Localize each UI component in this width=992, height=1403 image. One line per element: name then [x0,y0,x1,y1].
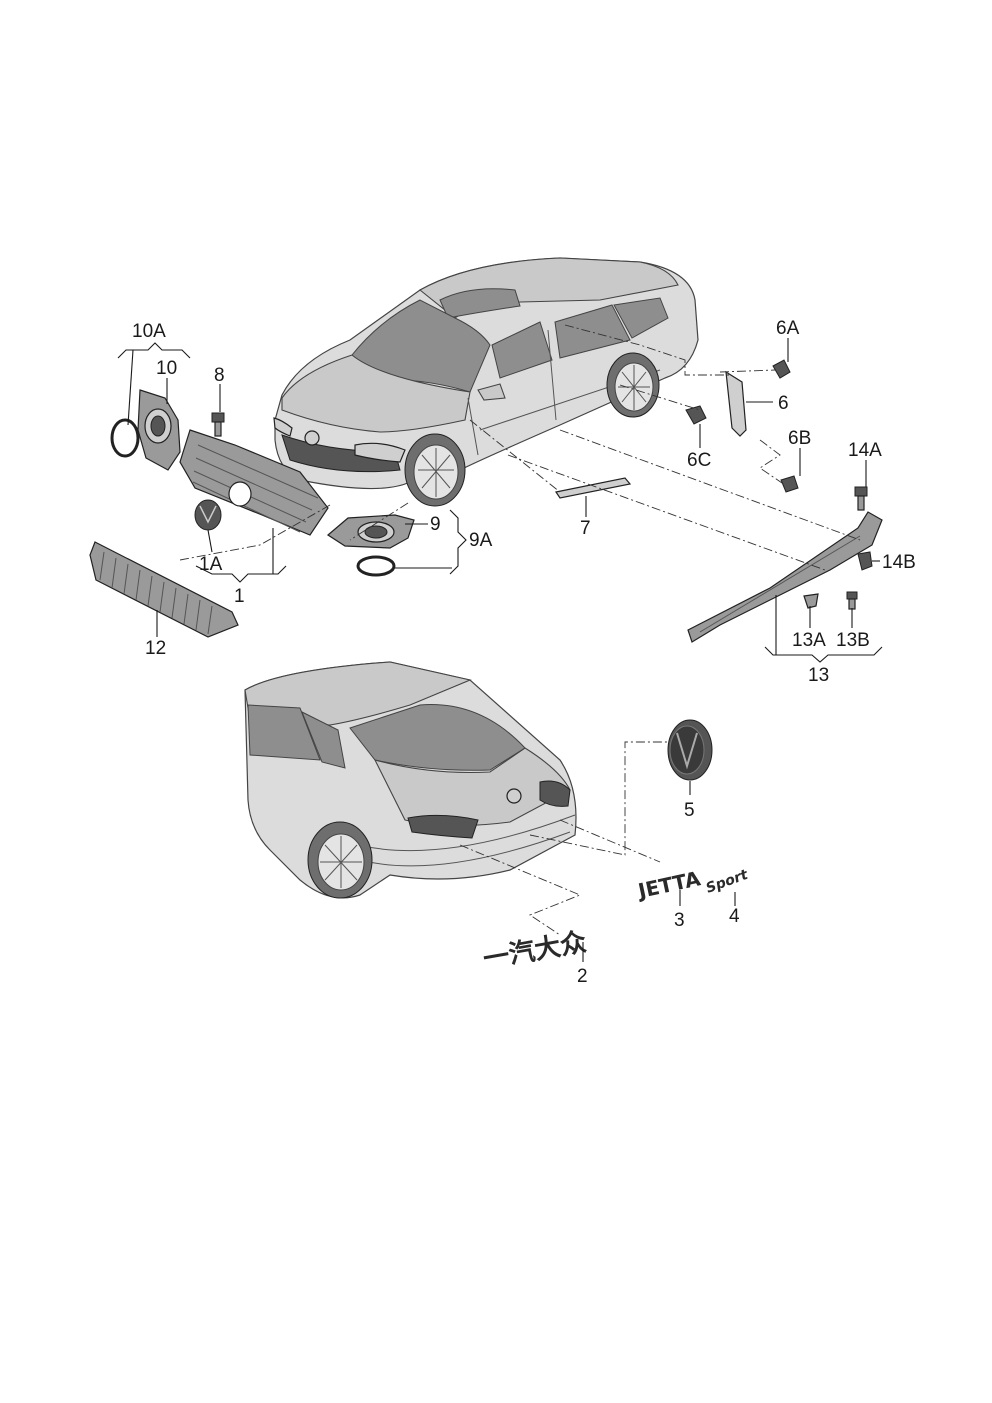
screw-part-14A [854,486,868,511]
callout-12: 12 [145,638,166,659]
fog-light-bracket-part [137,389,181,471]
callout-5: 5 [684,800,695,821]
callout-14B: 14B [882,552,916,573]
callout-7: 7 [580,518,591,539]
callout-2: 2 [577,966,588,987]
callout-1A: 1A [199,554,223,575]
screw-part-13B [846,591,858,610]
sedan-rear-view [244,661,577,899]
callout-14A: 14A [848,440,882,461]
clip-part-6B [780,475,799,493]
clip-part-6A [772,359,791,379]
callout-3: 3 [674,910,685,931]
callout-9A: 9A [469,530,493,551]
callout-13B: 13B [836,630,870,651]
callout-10A: 10A [132,321,166,342]
callout-6A: 6A [776,318,800,339]
callout-6B: 6B [788,428,811,449]
model-badge: JETTA [634,866,703,903]
callout-labels: 10A 10 8 1A 1 12 9 9A 7 6A 6 6B 6C 14A 1… [132,318,916,987]
side-sill-moulding-part [687,511,883,643]
callout-8: 8 [214,365,225,386]
upper-grille-part [179,429,329,536]
fog-light-cover-part [326,514,415,549]
clip-part-13A [803,593,819,609]
sedan-front-view [273,257,699,507]
rear-emblem-part [667,719,713,781]
callout-13A: 13A [792,630,826,651]
screw-part-8 [211,412,225,437]
callout-1: 1 [234,586,245,607]
sport-badge: Sport [704,866,751,896]
front-emblem-part [194,499,222,531]
callout-6: 6 [778,393,789,414]
ring-part [110,418,140,458]
callout-9: 9 [430,514,441,535]
lower-grille-part [89,541,239,638]
b-pillar-trim-part [725,370,747,437]
projection-lines [179,324,861,936]
callout-13: 13 [808,665,829,686]
clip-part-6C [685,405,707,425]
maker-badge: 一汽大众 [481,927,589,975]
leader-lines [117,338,883,962]
callout-4: 4 [729,906,740,927]
callout-10: 10 [156,358,177,379]
sill-strip-part [555,477,632,499]
clip-part-14B [857,551,873,571]
fog-light-ring-part [356,555,396,577]
callout-6C: 6C [687,450,711,471]
